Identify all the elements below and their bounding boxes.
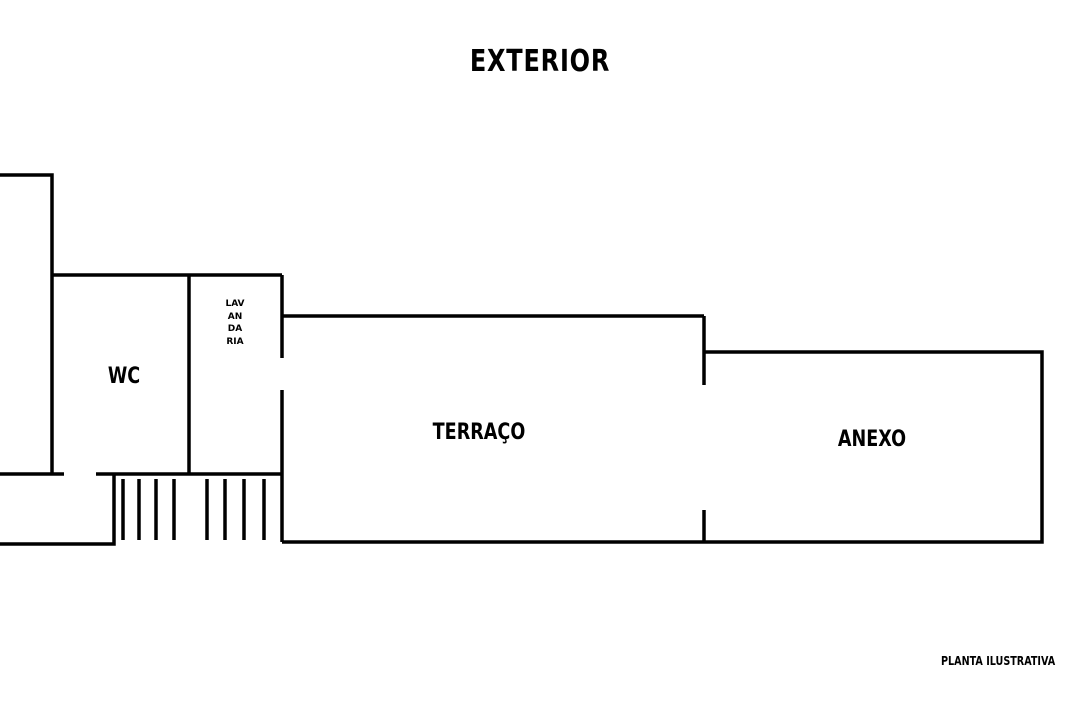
anexo-outer-wall	[704, 350, 1044, 544]
corridor-wall	[0, 474, 116, 546]
stairs	[121, 479, 266, 540]
room-label-lavandaria: LAVANDARIA	[225, 299, 245, 347]
room-label-terraco: TERRAÇO	[432, 420, 526, 445]
room-label-anexo: ANEXO	[837, 427, 907, 452]
left-outer-wall	[0, 173, 54, 474]
room-label-wc: WC	[107, 364, 141, 389]
plan-footnote: PLANTA ILUSTRATIVA	[941, 654, 1056, 668]
page-title: EXTERIOR	[469, 44, 611, 79]
